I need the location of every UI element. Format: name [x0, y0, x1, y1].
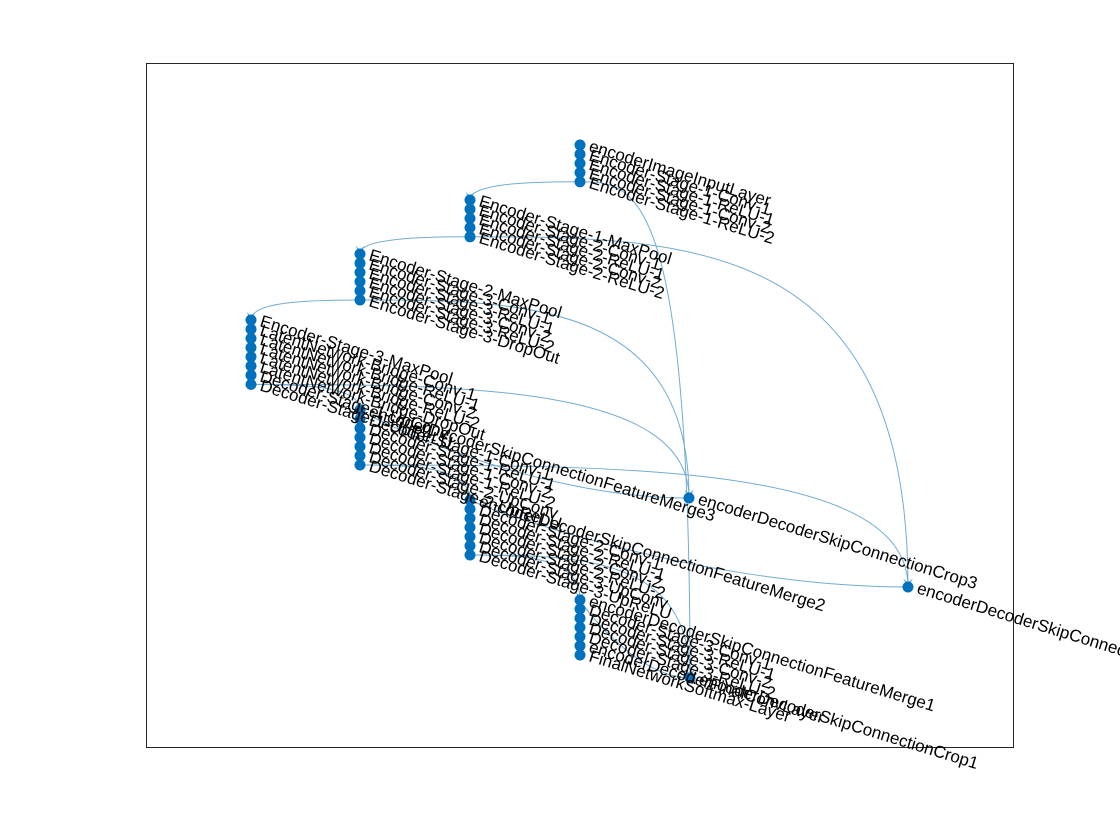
node-n43 [574, 603, 586, 615]
node-n11 [354, 248, 366, 260]
node-n41 [684, 672, 696, 684]
node-n30 [354, 441, 366, 453]
node-n31 [354, 450, 366, 462]
node-n36 [464, 512, 476, 524]
node-n47 [574, 640, 586, 652]
node-n14 [354, 276, 366, 288]
node-n20 [245, 342, 257, 354]
node-n7 [464, 203, 476, 215]
node-n6 [464, 194, 476, 206]
node-n37 [464, 521, 476, 533]
node-n12 [354, 257, 366, 269]
node-n17 [245, 314, 257, 326]
node-n35 [464, 503, 476, 515]
node-n45 [574, 621, 586, 633]
node-n22 [245, 360, 257, 372]
edge-n25-n26 [356, 409, 690, 499]
node-n3 [574, 157, 586, 169]
edge-n10-n33 [469, 236, 913, 588]
node-n21 [245, 351, 257, 363]
node-n2 [574, 148, 586, 160]
labels-layer: encoderImageInputLayerEncoder-Stage-1-Co… [258, 137, 1120, 773]
node-n34 [464, 494, 476, 506]
node-n18 [245, 323, 257, 335]
nodes-layer [245, 139, 914, 684]
axes-frame [146, 63, 1014, 748]
node-n48 [574, 649, 586, 661]
node-n42 [574, 594, 586, 606]
node-n33 [902, 581, 914, 593]
node-n23 [245, 369, 257, 381]
edge-n16-n25 [359, 299, 694, 499]
node-n25 [683, 492, 695, 504]
node-label-n33: encoderDecoderSkipConnectionCrop2 [915, 579, 1120, 682]
node-n28 [354, 422, 366, 434]
edge-n32-n34 [359, 464, 475, 501]
node-n29 [354, 431, 366, 443]
edge-n40-n42 [469, 554, 585, 601]
node-n5 [574, 176, 586, 188]
node-n32 [354, 459, 366, 471]
node-n8 [464, 212, 476, 224]
edge-n24-n26 [250, 383, 365, 411]
edge-n32-n33 [359, 464, 913, 588]
node-n9 [464, 222, 476, 234]
edge-n40-n41 [469, 554, 695, 679]
node-n10 [464, 231, 476, 243]
node-n38 [464, 531, 476, 543]
node-n15 [354, 285, 366, 297]
node-n24 [245, 378, 257, 390]
node-n4 [574, 167, 586, 179]
edge-n33-n34 [466, 499, 909, 588]
edge-n24-n25 [250, 383, 694, 499]
node-n44 [574, 612, 586, 624]
node-n27 [354, 413, 366, 425]
node-n26 [354, 404, 366, 416]
node-n39 [464, 540, 476, 552]
node-n19 [245, 332, 257, 344]
node-n40 [464, 549, 476, 561]
edge-n16-n17 [246, 299, 361, 321]
node-n46 [574, 631, 586, 643]
node-n13 [354, 266, 366, 278]
node-n16 [354, 294, 366, 306]
node-n1 [574, 139, 586, 151]
